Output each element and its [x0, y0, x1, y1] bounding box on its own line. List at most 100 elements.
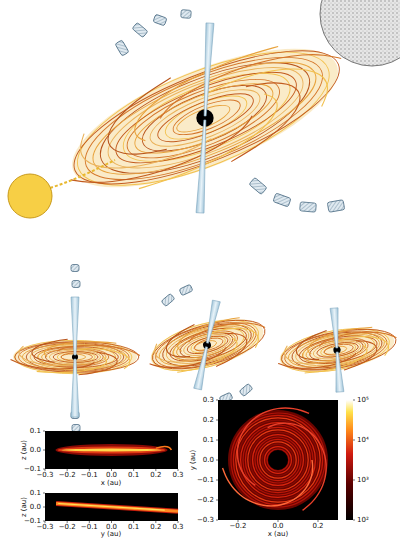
tick-label: 0.0 [30, 504, 41, 511]
accretion-disc [339, 338, 379, 371]
accretion-disc [318, 326, 397, 351]
accretion-disc [338, 331, 390, 363]
axis-label: x (au) [101, 480, 122, 487]
tick-mark [216, 420, 218, 421]
tick-mark [278, 520, 279, 522]
axis-label: x (au) [268, 531, 289, 538]
xz-plot [56, 444, 168, 456]
jet-blob [153, 14, 167, 26]
accretion-disc [95, 78, 195, 169]
jet-blob [300, 202, 317, 212]
tick-label: 0.1 [128, 472, 139, 479]
tick-mark [216, 500, 218, 501]
tick-label: 0.3 [172, 472, 183, 479]
accretion-disc [32, 339, 68, 362]
jet-beam [201, 23, 214, 116]
tick-label: −0.3 [37, 524, 54, 531]
jet-beam [196, 23, 214, 213]
accretion-disc [155, 316, 258, 373]
accretion-disc [201, 49, 334, 146]
tick-label: 0.2 [150, 524, 161, 531]
jet-beam [196, 120, 209, 213]
jet-blob [161, 293, 175, 306]
tick-mark [133, 469, 134, 471]
xy-plot [257, 439, 298, 480]
tick-label: 0.3 [203, 397, 214, 404]
jet-blob [327, 200, 344, 213]
jet-beam [333, 352, 344, 392]
tick-label: 0.2 [150, 472, 161, 479]
tick-mark [43, 493, 45, 494]
xy-plot [218, 400, 338, 520]
xy-plot [255, 437, 301, 483]
xy-plot [237, 408, 309, 485]
jet-beam [71, 297, 79, 355]
accretion-disc [154, 32, 341, 130]
tick-mark [216, 400, 218, 401]
jet-beam [71, 359, 79, 417]
yz-plot [45, 493, 178, 521]
xz-plot [45, 431, 178, 469]
colorbar-label: 10³ [357, 477, 369, 484]
jet-beam [330, 308, 341, 348]
accretion-disc [207, 69, 313, 161]
jet-blob [239, 383, 253, 396]
tick-mark [216, 460, 218, 461]
precession-sketch [11, 265, 400, 432]
jet-blob [179, 284, 193, 295]
xy-plot [265, 447, 292, 474]
accretion-disc [61, 25, 345, 213]
tick-mark [353, 480, 355, 481]
tick-label: 0.1 [30, 490, 41, 497]
xy-plot [262, 444, 294, 476]
tick-mark [45, 469, 46, 471]
colorbar [346, 400, 353, 520]
jet-beam [204, 300, 221, 344]
xy-plot [260, 442, 296, 478]
accretion-disc [38, 348, 109, 367]
tick-mark [43, 450, 45, 451]
axis-label: z (au) [21, 497, 28, 517]
jet-beam [330, 308, 344, 392]
jet-blob [115, 40, 129, 56]
jet-beam [71, 297, 79, 417]
accretion-disc [162, 325, 202, 362]
accretion-disc [55, 20, 354, 215]
jet-blob [273, 193, 291, 207]
xy-plot [248, 430, 308, 490]
yz-plot [58, 504, 164, 511]
jet-blob [72, 281, 80, 288]
jet-beam [194, 346, 211, 390]
yz-plot [56, 504, 178, 512]
accretion-disc [71, 108, 259, 205]
jet-blob [132, 22, 148, 37]
tick-label: 0.1 [128, 524, 139, 531]
accretion-disc [77, 349, 130, 369]
xz-plot [156, 447, 172, 450]
tick-mark [67, 469, 68, 471]
xy-plot [268, 423, 327, 510]
accretion-disc [206, 321, 260, 359]
tick-label: 0.0 [106, 472, 117, 479]
accretion-disc [278, 350, 357, 375]
tick-label: 0.0 [203, 457, 214, 464]
xy-plot [245, 427, 310, 492]
tick-mark [216, 480, 218, 481]
xy-plot [233, 415, 322, 504]
colorbar-label: 10⁵ [357, 397, 369, 404]
jet-blob [249, 177, 267, 194]
tick-label: −0.1 [197, 477, 214, 484]
xz-plot [45, 431, 178, 469]
tick-mark [43, 507, 45, 508]
colorbar-label: 10⁴ [357, 437, 369, 444]
tick-mark [89, 469, 90, 471]
tick-label: −0.2 [230, 523, 247, 530]
donor-star [8, 174, 52, 218]
accretion-disc [61, 353, 92, 361]
accretion-disc [11, 360, 95, 369]
tick-mark [216, 440, 218, 441]
tick-label: 0.0 [30, 447, 41, 454]
xz-plot [62, 449, 162, 452]
